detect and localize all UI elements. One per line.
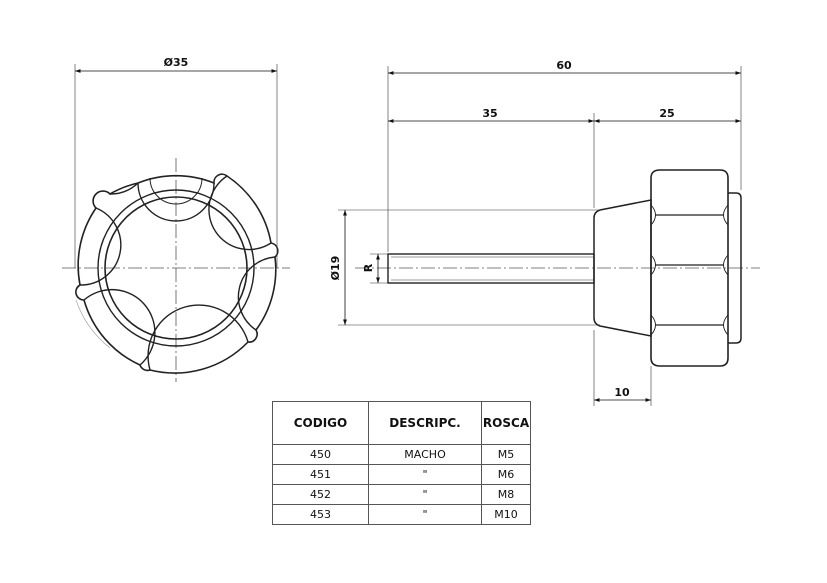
groove-top-left	[109, 182, 139, 195]
groove-top-inner	[149, 177, 203, 205]
groove-left-bottom	[83, 288, 156, 366]
groove-bottom-right	[237, 256, 276, 331]
dim-diameter-top: Ø35	[164, 56, 189, 69]
cell-descripc: "	[367, 504, 483, 525]
cell-codigo: 450	[272, 444, 369, 465]
front-phantom-arc	[75, 299, 111, 349]
dim-hub-group: 10	[593, 330, 652, 406]
side-view	[355, 169, 760, 367]
cell-rosca: M10	[481, 504, 531, 525]
groove-left	[79, 207, 122, 286]
front-inner-ring	[97, 189, 255, 347]
dim-overall-group: 60	[387, 59, 742, 252]
cell-codigo: 451	[272, 464, 369, 485]
cell-descripc: "	[367, 484, 483, 505]
table-row: 450 MACHO M5	[272, 444, 531, 465]
dim-stud-length: 35	[482, 107, 497, 120]
knob-body	[650, 169, 729, 367]
dim-partial-group: 35 25	[388, 107, 741, 208]
dim-thread: R	[362, 263, 375, 272]
cell-descripc: MACHO	[367, 444, 483, 465]
cell-rosca: M8	[481, 484, 531, 505]
table-row: 452 " M8	[272, 484, 531, 505]
cell-codigo: 452	[272, 484, 369, 505]
header-rosca: ROSCA	[481, 401, 531, 445]
dim-hub-length: 10	[614, 386, 630, 399]
dim-knob-length: 25	[659, 107, 674, 120]
front-hub-circle	[104, 196, 248, 340]
table-header-row: CODIGO DESCRIPC. ROSCA	[272, 401, 531, 445]
dim-diameter-top-group: Ø35	[74, 56, 278, 268]
dim-diameter-side-group: Ø19	[329, 209, 600, 326]
dim-overall-length: 60	[556, 59, 572, 72]
dim-thread-group: R	[362, 253, 388, 284]
header-descripc: DESCRIPC.	[367, 401, 483, 445]
threaded-stud	[387, 253, 595, 284]
dim-diameter-side: Ø19	[329, 256, 342, 281]
header-codigo: CODIGO	[272, 401, 369, 445]
cell-rosca: M5	[481, 444, 531, 465]
cell-descripc: "	[367, 464, 483, 485]
table-row: 453 " M10	[272, 504, 531, 525]
front-view	[62, 158, 290, 382]
groove-right	[208, 175, 272, 251]
spec-table: CODIGO DESCRIPC. ROSCA 450 MACHO M5 451 …	[272, 401, 531, 525]
cell-codigo: 453	[272, 504, 369, 525]
table-row: 451 " M6	[272, 464, 531, 485]
groove-bottom	[147, 304, 249, 371]
knob-outer-contour	[75, 173, 279, 374]
knob-back-cap	[728, 192, 742, 344]
cell-rosca: M6	[481, 464, 531, 485]
